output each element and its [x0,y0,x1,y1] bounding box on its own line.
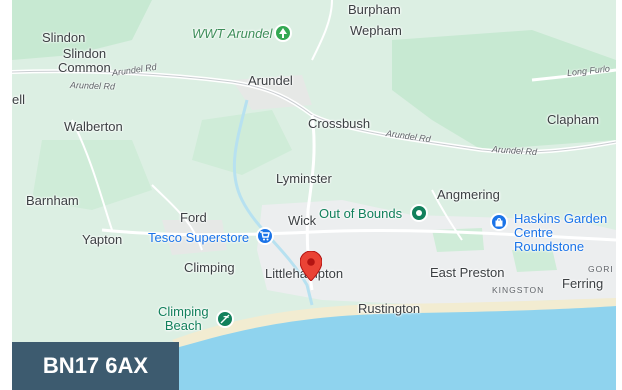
woodland-area [12,0,152,60]
place-label-wepham: Wepham [350,23,402,38]
place-label-yapton: Yapton [82,232,123,247]
district-label-gori: GORI [588,264,614,274]
shopping-bag-icon[interactable] [490,213,508,231]
place-label-angmering: Angmering [437,187,500,202]
place-label-ford: Ford [180,210,207,225]
woodland-area [392,30,616,150]
postcode-badge: BN17 6AX [12,342,179,390]
road-label-arundel-rd: Arundel Rd [69,80,116,92]
place-label-ferring: Ferring [562,276,604,291]
map-pin-icon[interactable] [300,251,322,281]
place-label-climping: Climping [184,260,235,275]
place-label-ell: ell [12,92,26,107]
place-label-clapham: Clapham [547,112,600,127]
beach-icon[interactable] [216,310,234,328]
map-base-layer [12,0,616,390]
poi-label-climping-beach[interactable]: Climping Beach [158,304,209,333]
place-label-littlehampton: Littlehampton [265,266,344,281]
poi-label-out-of-bounds[interactable]: Out of Bounds [319,206,403,221]
place-label-burpham: Burpham [348,2,401,17]
place-label-barnham: Barnham [26,193,79,208]
place-label-walberton: Walberton [64,119,123,134]
river-arun [232,99,314,306]
place-label-arundel: Arundel [248,73,293,88]
place-label-slindon-common: Slindon Common [58,46,111,75]
poi-label-haskins-garden-centre[interactable]: Haskins Garden Centre Roundstone [514,211,608,254]
urban-area-coast [257,200,616,305]
urban-area-ford [162,220,227,255]
poi-label-tesco-superstore[interactable]: Tesco Superstore [148,230,250,245]
road-a259 [101,228,616,242]
place-label-rustington: Rustington [358,301,421,316]
shopping-cart-icon[interactable] [256,227,274,245]
place-label-slindon: Slindon [42,30,86,45]
place-label-wick: Wick [288,213,317,228]
place-label-crossbush: Crossbush [308,116,371,131]
field-area [192,110,292,175]
district-label-kingston: KINGSTON [492,285,545,295]
activity-icon[interactable] [410,204,428,222]
map-canvas[interactable]: Burpham Wepham Slindon Slindon Common Ar… [12,0,616,390]
poi-label-wwt-arundel[interactable]: WWT Arundel [192,26,273,41]
field-area [32,140,152,210]
road-long-furlong [531,68,616,82]
place-label-east-preston: East Preston [430,265,505,280]
tree-icon[interactable] [274,24,292,42]
place-label-lyminster: Lyminster [276,171,332,186]
